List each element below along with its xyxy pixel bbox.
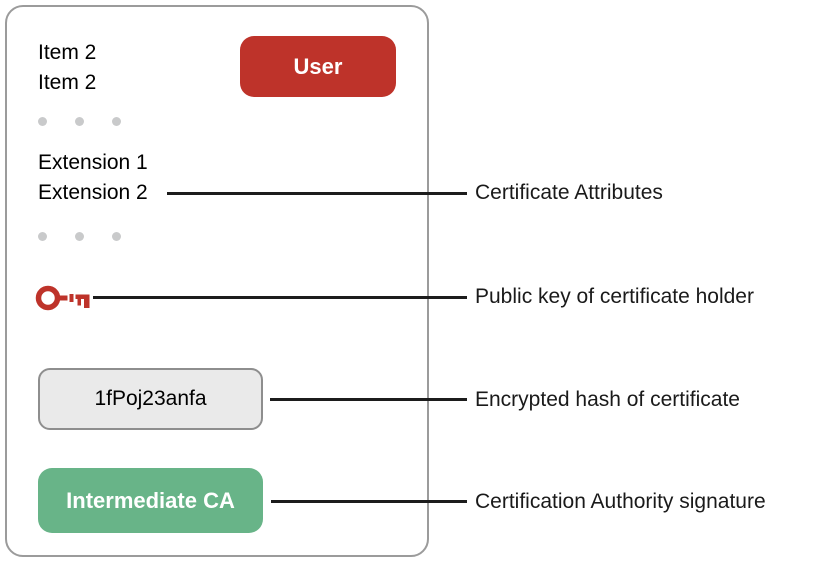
connector-line-public-key xyxy=(93,296,467,299)
user-badge-label: User xyxy=(293,53,343,79)
extension-line-1: Extension 1 xyxy=(38,151,148,174)
ellipsis-row xyxy=(38,232,121,241)
dot xyxy=(112,117,121,126)
dot xyxy=(75,117,84,126)
callout-encrypted-hash: Encrypted hash of certificate xyxy=(475,388,740,411)
key-icon xyxy=(35,283,91,315)
user-badge: User xyxy=(240,36,396,97)
certificate-card xyxy=(5,5,429,557)
callout-ca-signature: Certification Authority signature xyxy=(475,490,766,513)
extension-line-2: Extension 2 xyxy=(38,181,148,204)
intermediate-ca-badge: Intermediate CA xyxy=(38,468,263,533)
callout-public-key: Public key of certificate holder xyxy=(475,285,754,308)
ellipsis-row xyxy=(38,117,121,126)
certificate-items: Item 2 Item 2 xyxy=(38,38,96,98)
intermediate-ca-label: Intermediate CA xyxy=(66,487,235,513)
item-line-2: Item 2 xyxy=(38,71,97,94)
dot xyxy=(38,232,47,241)
connector-line-signature xyxy=(271,500,467,503)
hash-value: 1fPoj23anfa xyxy=(94,387,207,410)
connector-line-hash xyxy=(270,398,467,401)
dot xyxy=(112,232,121,241)
dot xyxy=(75,232,84,241)
callout-certificate-attributes: Certificate Attributes xyxy=(475,181,663,204)
certificate-extensions: Extension 1 Extension 2 xyxy=(38,148,148,208)
hash-box: 1fPoj23anfa xyxy=(38,368,263,430)
item-line-1: Item 2 xyxy=(38,41,97,64)
connector-line-attributes xyxy=(167,192,467,195)
dot xyxy=(38,117,47,126)
